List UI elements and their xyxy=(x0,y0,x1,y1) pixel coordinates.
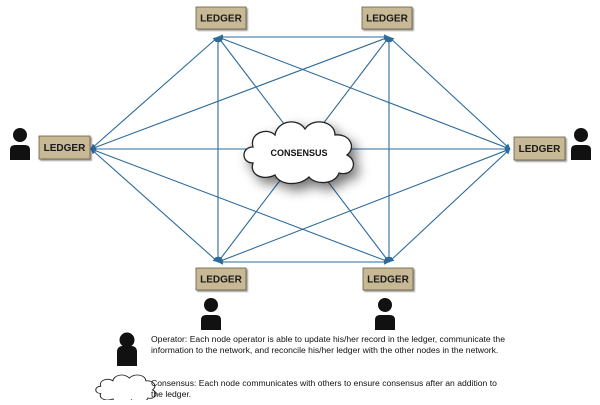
ledger-box xyxy=(195,6,247,30)
operator-person-icon xyxy=(201,298,221,330)
ledger-node-top-right: LEDGER xyxy=(361,6,413,30)
ledger-node-bottom-right: LEDGER xyxy=(362,267,414,330)
ledger-node-top-left: LEDGER xyxy=(195,6,247,30)
ledger-label: LEDGER xyxy=(519,144,561,155)
ledger-node-left: LEDGER xyxy=(10,128,91,160)
ledger-node-right: LEDGER xyxy=(513,128,591,161)
legend-icons xyxy=(95,332,157,404)
operator-person-icon xyxy=(571,128,591,160)
legend-cloud-icon xyxy=(95,374,157,404)
ledger-node-bottom-left: LEDGER xyxy=(195,267,247,330)
ledger-label: LEDGER xyxy=(200,14,242,25)
edge-top-left-to-left xyxy=(90,36,219,150)
edge-top-right-to-right xyxy=(388,36,511,150)
ledger-label: LEDGER xyxy=(200,275,242,286)
ledger-label: LEDGER xyxy=(44,143,86,154)
edge-right-to-bottom-right xyxy=(388,148,511,263)
ledger-label: LEDGER xyxy=(367,275,409,286)
legend-operator-icon xyxy=(117,332,137,366)
ledger-box xyxy=(195,267,247,291)
consensus-cloud: CONSENSUS xyxy=(243,121,355,185)
ledger-box xyxy=(362,267,414,291)
ledger-label: LEDGER xyxy=(366,14,408,25)
ledger-box xyxy=(361,6,413,30)
consensus-label: CONSENSUS xyxy=(270,148,327,158)
operator-person-icon xyxy=(10,128,30,160)
edge-left-to-bottom-left xyxy=(90,148,219,263)
cloud-icon xyxy=(243,121,355,185)
legend-consensus-text: Consensus: Each node communicates with o… xyxy=(151,378,497,399)
ledger-nodes: LEDGER LEDGER LEDGER LEDGER LEDGER LEDGER xyxy=(10,6,591,330)
ledger-box xyxy=(513,136,566,161)
ledger-box xyxy=(38,135,91,160)
edge-top-right-to-left xyxy=(90,36,390,150)
operator-person-icon xyxy=(375,298,395,330)
legend-operator-text: Operator: Each node operator is able to … xyxy=(151,334,505,355)
